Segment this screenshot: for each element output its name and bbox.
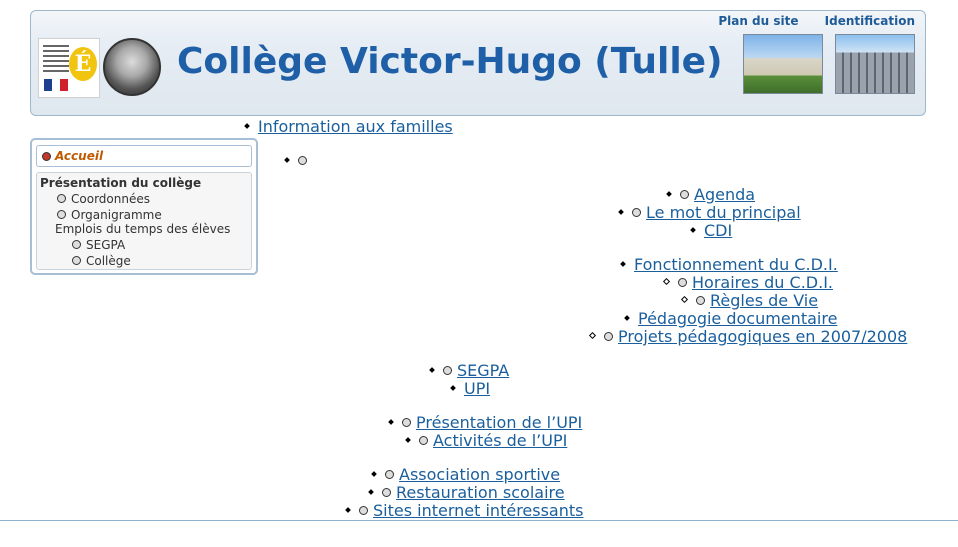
bullet-icon bbox=[359, 506, 368, 515]
french-flag-icon bbox=[44, 79, 68, 91]
nav-item-upi[interactable]: UPI bbox=[450, 380, 490, 398]
bullet-icon bbox=[666, 191, 672, 197]
bullet-icon bbox=[57, 210, 66, 219]
bullet-icon bbox=[72, 240, 81, 249]
nav-item-restauration[interactable]: Restauration scolaire bbox=[368, 484, 565, 502]
ministry-logo-mark: É bbox=[69, 47, 97, 81]
nav-item-segpa[interactable]: SEGPA bbox=[429, 362, 509, 380]
sidebar-item-organigramme[interactable]: Organigramme bbox=[57, 208, 162, 222]
bullet-icon bbox=[450, 385, 456, 391]
nav-item-empty bbox=[284, 152, 312, 170]
login-link[interactable]: Identification bbox=[824, 14, 915, 28]
nav-item-horaires-cdi[interactable]: Horaires du C.D.I. bbox=[662, 274, 833, 292]
nav-item-fonctionnement-cdi[interactable]: Fonctionnement du C.D.I. bbox=[620, 256, 838, 274]
bullet-icon bbox=[371, 471, 377, 477]
nav-item-cdi[interactable]: CDI bbox=[690, 222, 732, 240]
nav-item-mot-principal[interactable]: Le mot du principal bbox=[618, 204, 801, 222]
bullet-icon bbox=[662, 277, 671, 286]
bullet-icon bbox=[588, 331, 597, 340]
bullet-icon bbox=[632, 208, 641, 217]
bullet-icon bbox=[385, 470, 394, 479]
bullet-icon bbox=[284, 157, 290, 163]
nav-item-presentation-upi[interactable]: Présentation de l’UPI bbox=[388, 414, 582, 432]
sidebar-item-coordonnees[interactable]: Coordonnées bbox=[57, 192, 150, 206]
bullet-icon bbox=[419, 436, 428, 445]
ministry-logo: É bbox=[38, 38, 100, 98]
bullet-icon bbox=[680, 295, 689, 304]
sidebar-item-college[interactable]: Collège bbox=[72, 254, 131, 268]
bullet-icon bbox=[620, 261, 626, 267]
nav-item-agenda[interactable]: Agenda bbox=[666, 186, 755, 204]
bullet-icon bbox=[624, 315, 630, 321]
bullet-icon bbox=[604, 332, 613, 341]
footer-divider bbox=[0, 520, 958, 521]
nav-item-sites[interactable]: Sites internet intéressants bbox=[345, 502, 583, 520]
bullet-icon bbox=[443, 366, 452, 375]
sidebar-item-segpa[interactable]: SEGPA bbox=[72, 238, 125, 252]
bullet-icon bbox=[298, 156, 307, 165]
site-title: Collège Victor-Hugo (Tulle) bbox=[177, 41, 723, 82]
college-photo-2 bbox=[835, 34, 915, 94]
site-map-link[interactable]: Plan du site bbox=[718, 14, 799, 28]
bullet-icon bbox=[57, 194, 66, 203]
bullet-icon bbox=[690, 227, 696, 233]
bullet-icon bbox=[345, 507, 351, 513]
bullet-icon bbox=[402, 418, 411, 427]
bullet-icon bbox=[72, 256, 81, 265]
top-links: Plan du site Identification bbox=[696, 14, 915, 28]
sidebar: Accueil Présentation du collège Coordonn… bbox=[30, 138, 258, 275]
bullet-icon bbox=[405, 437, 411, 443]
nav-item-pedagogie-doc[interactable]: Pédagogie documentaire bbox=[624, 310, 837, 328]
bullet-icon bbox=[382, 488, 391, 497]
bullet-icon bbox=[618, 209, 624, 215]
bullet-icon bbox=[696, 296, 705, 305]
nav-item-regles-vie[interactable]: Règles de Vie bbox=[680, 292, 818, 310]
bullet-icon bbox=[680, 190, 689, 199]
home-link[interactable]: Accueil bbox=[55, 149, 104, 163]
bullet-icon bbox=[388, 419, 394, 425]
sidebar-menu: Présentation du collège Coordonnées Orga… bbox=[36, 172, 252, 270]
nav-item-information[interactable]: Information aux familles bbox=[244, 118, 453, 136]
bullet-icon bbox=[368, 489, 374, 495]
nav-item-activites-upi[interactable]: Activités de l’UPI bbox=[405, 432, 567, 450]
college-photo-1 bbox=[743, 34, 823, 94]
sidebar-section-title: Présentation du collège bbox=[40, 176, 202, 190]
home-bullet-icon bbox=[42, 152, 51, 161]
victor-hugo-portrait bbox=[103, 38, 161, 96]
bullet-icon bbox=[678, 278, 687, 287]
sidebar-home[interactable]: Accueil bbox=[36, 145, 252, 167]
bullet-icon bbox=[244, 123, 250, 129]
site-header: Plan du site Identification É Collège Vi… bbox=[30, 10, 926, 116]
nav-item-association[interactable]: Association sportive bbox=[371, 466, 560, 484]
bullet-icon bbox=[429, 367, 435, 373]
sidebar-item-emplois[interactable]: Emplois du temps des élèves bbox=[55, 222, 231, 236]
nav-item-projets[interactable]: Projets pédagogiques en 2007/2008 bbox=[588, 328, 907, 346]
